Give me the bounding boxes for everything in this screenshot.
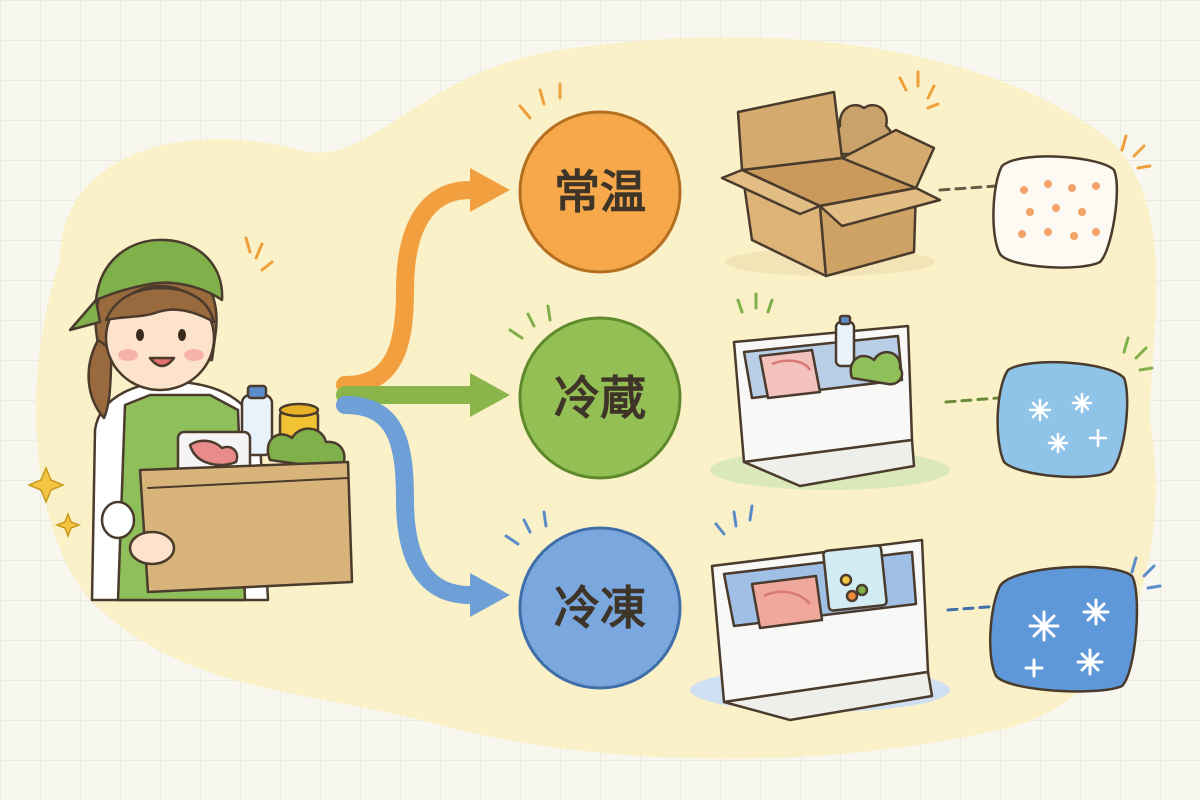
spark-lines — [736, 292, 774, 314]
category-frozen: 冷凍 — [504, 510, 682, 690]
spark-lines — [714, 504, 754, 536]
branch-arrows — [336, 181, 484, 604]
connector-chilled — [944, 396, 1000, 404]
arrow-ambient — [336, 181, 484, 394]
spark-lines — [1122, 336, 1154, 372]
spark-lines — [1120, 134, 1152, 170]
dashed-connectors — [938, 184, 1002, 612]
category-ambient: 常温 — [518, 82, 682, 274]
connector-ambient — [938, 184, 998, 192]
category-label-frozen: 冷凍 — [554, 581, 646, 635]
arrowhead-ambient — [470, 168, 510, 212]
arrowhead-chilled — [470, 373, 510, 417]
connector-frozen — [946, 604, 1002, 612]
cardboard-box-icon — [720, 90, 942, 278]
dotted-pack-icon — [992, 155, 1119, 269]
category-circle-chilled — [518, 316, 682, 480]
spark-lines — [1130, 556, 1162, 590]
spark-lines — [508, 304, 552, 340]
styrofoam-cooler-icon — [690, 538, 950, 722]
woman-with-grocery-box-icon — [68, 238, 354, 602]
category-label-chilled: 冷蔵 — [554, 371, 646, 425]
category-label-ambient: 常温 — [554, 165, 646, 219]
arrow-heads — [470, 168, 510, 617]
sparkle-icon — [27, 466, 82, 539]
spark-lines — [518, 82, 562, 120]
ice-pack-icon — [996, 360, 1129, 479]
category-circle-frozen — [518, 526, 682, 690]
arrowhead-frozen — [470, 573, 510, 617]
spark-lines — [504, 510, 548, 546]
spark-lines — [244, 236, 274, 272]
category-chilled: 冷蔵 — [508, 304, 682, 480]
styrofoam-cooler-icon — [710, 314, 950, 490]
category-circle-ambient — [518, 110, 682, 274]
spark-lines — [898, 70, 940, 110]
snowflake-ice-pack-icon — [988, 565, 1139, 693]
arrow-frozen — [336, 396, 484, 604]
